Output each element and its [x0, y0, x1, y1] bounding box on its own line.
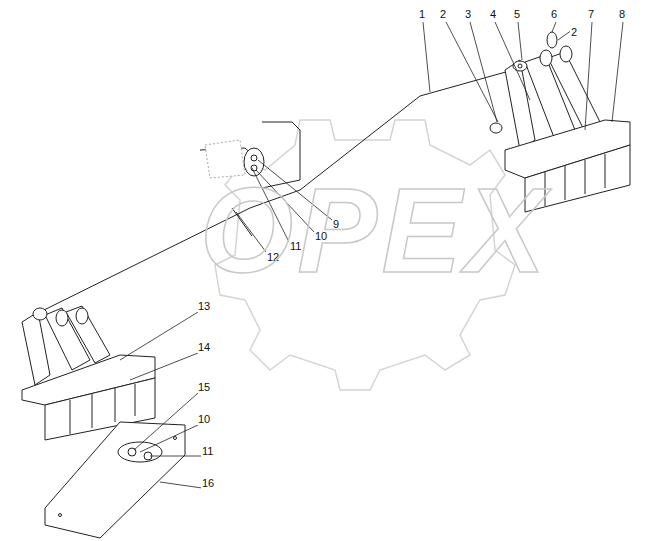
callout-number: 14 — [197, 341, 211, 353]
left-lamp — [22, 306, 155, 440]
callout-number: 7 — [587, 8, 595, 20]
callout-number: 16 — [201, 477, 215, 489]
callout-number: 13 — [197, 300, 211, 312]
callout-number: 2 — [570, 26, 578, 38]
callout-number: 4 — [489, 8, 497, 20]
callout-number: 1 — [418, 8, 426, 20]
callout-number: 11 — [201, 445, 214, 457]
callout-number: 8 — [618, 8, 626, 20]
callout-number: 6 — [550, 8, 558, 20]
leader-lines — [120, 22, 623, 488]
watermark: OPEX — [200, 170, 549, 290]
callout-number: 10 — [197, 413, 211, 425]
callout-number: 3 — [464, 8, 472, 20]
callout-number: 5 — [513, 8, 521, 20]
bracket-plate — [45, 422, 185, 538]
callout-number: 15 — [197, 381, 211, 393]
callout-number: 2 — [439, 8, 447, 20]
